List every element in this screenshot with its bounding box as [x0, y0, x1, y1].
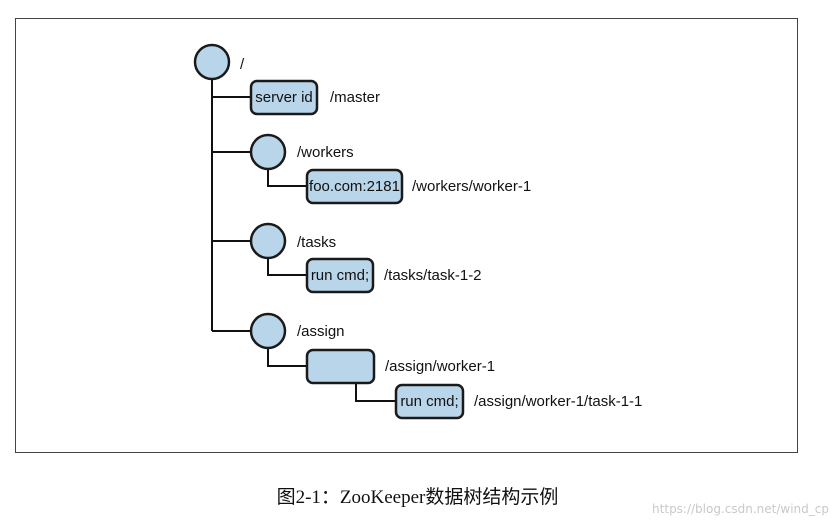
assign-worker1-box — [305, 348, 376, 385]
figure-caption: 图2-1：ZooKeeper数据树结构示例 — [276, 487, 559, 508]
task12-label: /tasks/task-1-2 — [384, 267, 482, 284]
assign-node — [249, 312, 287, 350]
master-box — [249, 79, 319, 116]
tree-connectors — [211, 79, 396, 402]
assign-task-label: /assign/worker-1/task-1-1 — [474, 393, 642, 410]
root-label: / — [240, 56, 245, 73]
watermark-text: https://blog.csdn.net/wind_cp — [652, 502, 829, 516]
workers-label: /workers — [297, 144, 354, 161]
assign-worker1-label: /assign/worker-1 — [385, 358, 495, 375]
task12-box-text: run cmd; — [311, 267, 369, 284]
workers-node — [249, 133, 287, 171]
connector-assign-task — [355, 383, 396, 402]
connector-task12 — [267, 258, 307, 276]
master-box-text: server id — [255, 89, 313, 106]
worker1-box-text: foo.com:2181 — [309, 178, 400, 195]
worker1-label: /workers/worker-1 — [412, 178, 531, 195]
worker1-box — [305, 168, 404, 205]
tasks-node — [249, 222, 287, 260]
master-label: /master — [330, 89, 380, 106]
figure-frame — [15, 18, 798, 453]
connector-assign-worker1 — [267, 348, 307, 367]
assign-label: /assign — [297, 323, 345, 340]
connector-worker1 — [267, 169, 307, 187]
task12-box — [305, 257, 375, 294]
assign-task-box-text: run cmd; — [400, 393, 458, 410]
assign-task-box — [394, 383, 465, 420]
tasks-label: /tasks — [297, 234, 336, 251]
root-node — [193, 43, 231, 81]
